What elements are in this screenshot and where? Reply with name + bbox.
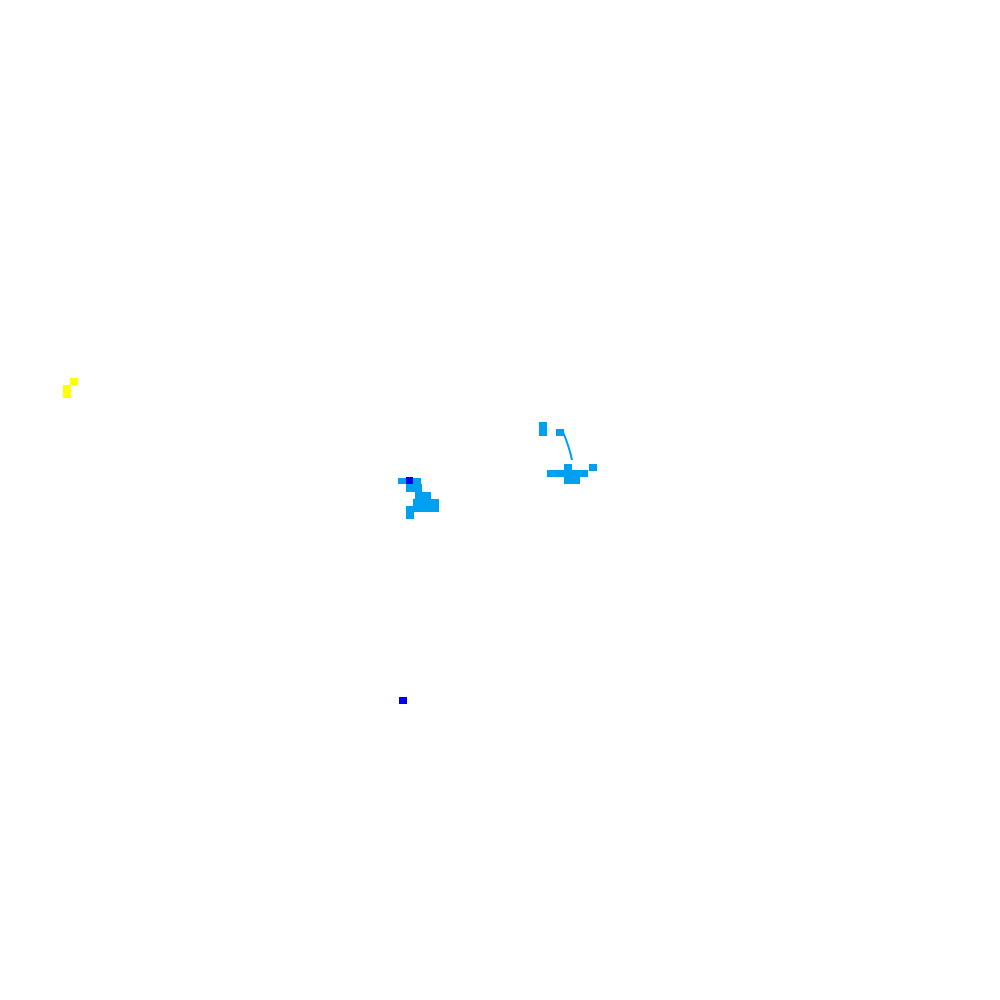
blue-pixel-cluster-right: [539, 422, 597, 484]
blue-pixel: [547, 470, 588, 477]
yellow-pixel: [63, 385, 71, 398]
blue-pixel: [539, 422, 547, 436]
blue-pixel: [413, 499, 439, 512]
dark-blue-pixel: [399, 697, 407, 704]
yellow-pixel-cluster: [63, 378, 78, 398]
blue-pixel: [398, 478, 406, 484]
blue-pixel: [564, 464, 572, 470]
dark-blue-pixel: [406, 477, 413, 484]
dark-blue-pixel-center: [406, 477, 413, 484]
blue-stroke: [562, 431, 573, 461]
blue-pixel: [406, 484, 422, 492]
blue-pixel: [564, 477, 580, 484]
yellow-pixel: [70, 378, 78, 385]
dark-blue-pixel-bottom: [399, 697, 407, 704]
blue-pixel: [589, 464, 597, 471]
blue-pixel: [413, 478, 421, 484]
blue-pixel: [556, 429, 564, 436]
blue-pixel: [406, 506, 414, 519]
blue-pixel: [415, 492, 431, 500]
blue-pixel-cluster-center: [398, 478, 439, 519]
